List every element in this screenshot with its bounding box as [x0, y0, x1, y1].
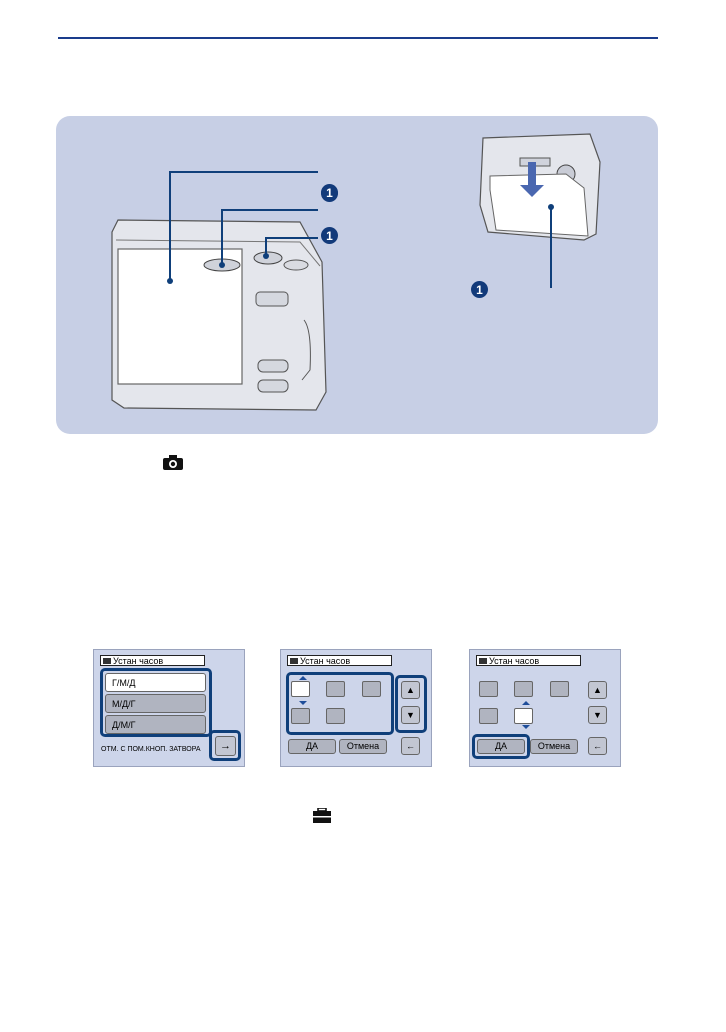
month-field[interactable] [326, 681, 345, 697]
minute-field[interactable] [514, 708, 533, 724]
year-field[interactable] [291, 681, 310, 697]
toolbox-icon [290, 658, 298, 664]
callout-4: 1 [321, 184, 338, 201]
option-dmy[interactable]: Д/М/Г [105, 715, 206, 734]
callout-2: 1 [321, 227, 338, 244]
shutter-cancel-note: ОТМ. С ПОМ.КНОП. ЗАТВОРА [101, 746, 201, 753]
camera-illustration-panel: 1 1 1 [56, 116, 658, 434]
arrows-highlight [395, 675, 427, 733]
clock-screen-3: Устан часов ▲ ▼ ДА Отмена ← [469, 649, 621, 767]
down-triangle [299, 701, 307, 705]
month-field[interactable] [514, 681, 533, 697]
screen-title: Устан часов [287, 655, 392, 666]
next-button[interactable]: → [215, 736, 236, 756]
camera-illustration [111, 133, 601, 411]
back-button[interactable]: ← [588, 737, 607, 755]
hour-field[interactable] [291, 708, 310, 724]
down-button[interactable]: ▼ [401, 706, 420, 724]
down-triangle [522, 725, 530, 729]
clock-screen-1: Устан часов Г/М/Д М/Д/Г Д/М/Г ОТМ. С ПОМ… [93, 649, 245, 767]
year-field[interactable] [479, 681, 498, 697]
minute-field[interactable] [326, 708, 345, 724]
up-button[interactable]: ▲ [401, 681, 420, 699]
down-button[interactable]: ▼ [588, 706, 607, 724]
toolbox-icon [479, 658, 487, 664]
next-highlight [209, 730, 241, 761]
screen-title: Устан часов [476, 655, 581, 666]
toolbox-icon [103, 658, 111, 664]
up-triangle [522, 701, 530, 705]
ok-button[interactable]: ДА [477, 739, 525, 754]
toolbox-icon [313, 807, 331, 823]
day-field[interactable] [550, 681, 569, 697]
hour-field[interactable] [479, 708, 498, 724]
camera-icon [163, 455, 183, 470]
fields-highlight [286, 672, 394, 735]
cancel-button[interactable]: Отмена [339, 739, 387, 754]
option-mdy[interactable]: М/Д/Г [105, 694, 206, 713]
callout-3: 1 [471, 281, 488, 298]
screen-title: Устан часов [100, 655, 205, 666]
option-ymd[interactable]: Г/М/Д [105, 673, 206, 692]
ok-button[interactable]: ДА [288, 739, 336, 754]
cancel-button[interactable]: Отмена [530, 739, 578, 754]
day-field[interactable] [362, 681, 381, 697]
header-rule [58, 37, 658, 39]
ok-highlight [472, 734, 530, 759]
clock-screen-2: Устан часов ▲ ▼ ДА Отмена ← [280, 649, 432, 767]
back-button[interactable]: ← [401, 737, 420, 755]
options-highlight [100, 668, 212, 737]
up-triangle [299, 676, 307, 680]
up-button[interactable]: ▲ [588, 681, 607, 699]
